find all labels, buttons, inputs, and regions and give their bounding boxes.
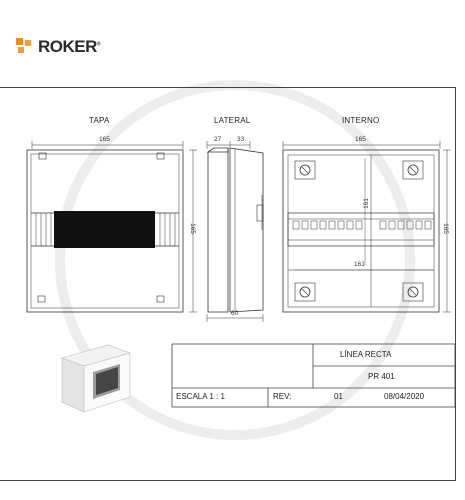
tapa-view	[26, 141, 197, 313]
interno-inner-v-dim: 161	[362, 198, 370, 209]
tapa-height-dim: 165	[188, 223, 196, 234]
logo-mark-icon	[16, 38, 31, 53]
lateral-depth-dim: 60	[231, 310, 239, 317]
tapa-window	[54, 211, 155, 248]
drawing-frame	[0, 87, 456, 481]
title-date: 08/04/2020	[384, 392, 425, 401]
lateral-title: LATERAL	[214, 116, 251, 125]
interno-title: INTERNO	[342, 116, 380, 125]
tapa-width-dim: 165	[99, 136, 110, 143]
interno-height-dim: 165	[441, 223, 449, 234]
lateral-dim-27: 27	[214, 136, 222, 143]
roker-logo: ROKER®	[16, 37, 101, 57]
lateral-dim-33: 33	[237, 136, 245, 143]
tapa-title: TAPA	[89, 116, 110, 125]
interno-view	[282, 141, 451, 313]
interno-inner-h-dim: 161	[354, 261, 365, 268]
title-rev: 01	[334, 392, 343, 401]
title-scale: ESCALA 1 : 1	[176, 392, 225, 401]
title-block-grid	[171, 343, 456, 408]
din-rail-slots	[292, 220, 432, 230]
lateral-view	[206, 141, 264, 322]
title-rev-label: REV:	[273, 392, 292, 401]
title-line: LÍNEA RECTA	[340, 350, 392, 359]
brand-name: ROKER®	[38, 37, 101, 56]
interno-width-dim: 165	[355, 136, 366, 143]
title-model: PR 401	[368, 372, 395, 381]
watermark	[55, 80, 415, 440]
product-photo	[61, 344, 131, 413]
